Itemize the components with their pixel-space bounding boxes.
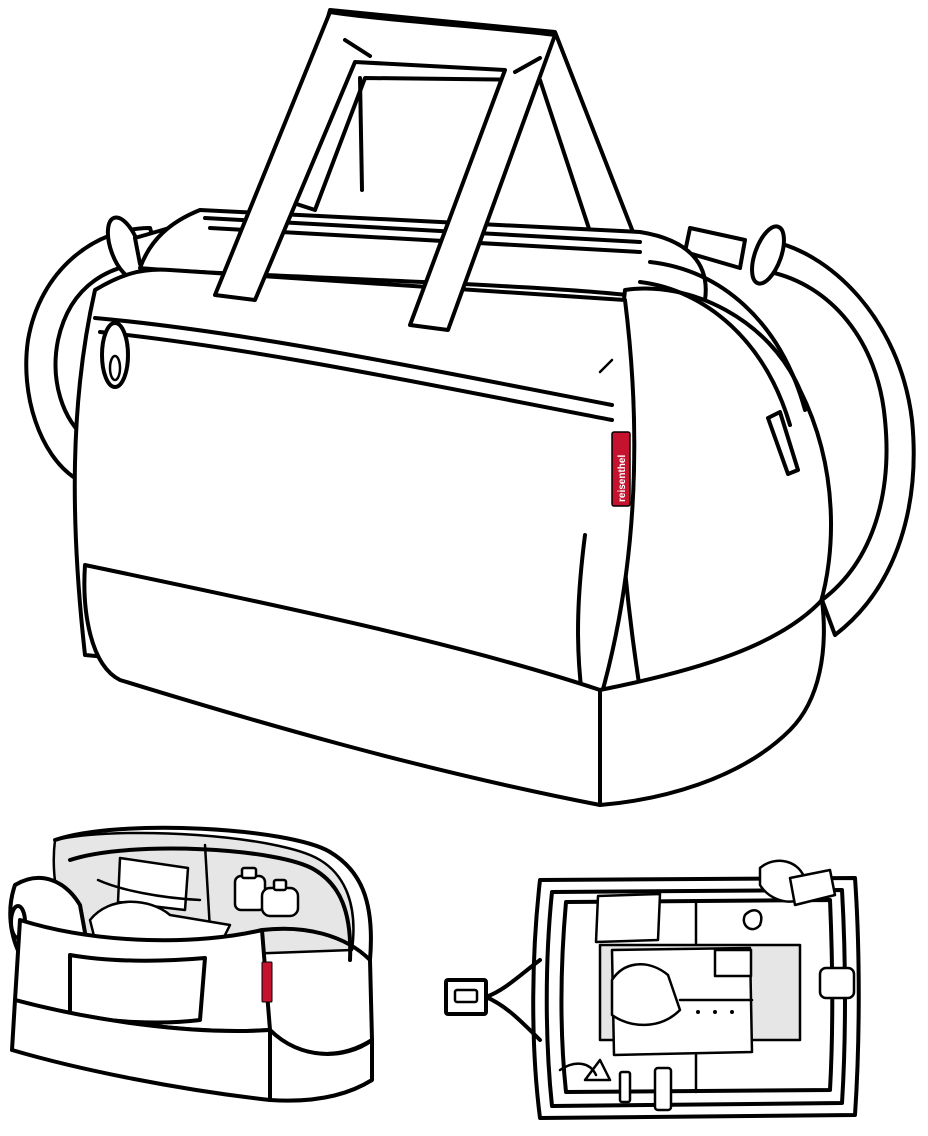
brand-label-text: reisenthel xyxy=(617,455,628,502)
front-handle xyxy=(213,10,557,332)
side-zip-pull xyxy=(766,410,800,476)
bag-base xyxy=(82,563,826,807)
toiletry-bottles xyxy=(233,866,300,918)
main-bag: reisenthel xyxy=(24,8,916,807)
front-pocket-zip xyxy=(93,316,614,407)
front-zip-pull xyxy=(100,321,130,389)
hair-dryer xyxy=(742,859,837,931)
shoulder-strap-right xyxy=(763,238,916,637)
top-view-zip-tab xyxy=(444,958,542,1042)
strap-hook-right xyxy=(683,224,786,286)
brand-label: reisenthel xyxy=(611,431,631,507)
open-bag-view xyxy=(8,825,374,1103)
top-view-bag xyxy=(444,859,861,1120)
